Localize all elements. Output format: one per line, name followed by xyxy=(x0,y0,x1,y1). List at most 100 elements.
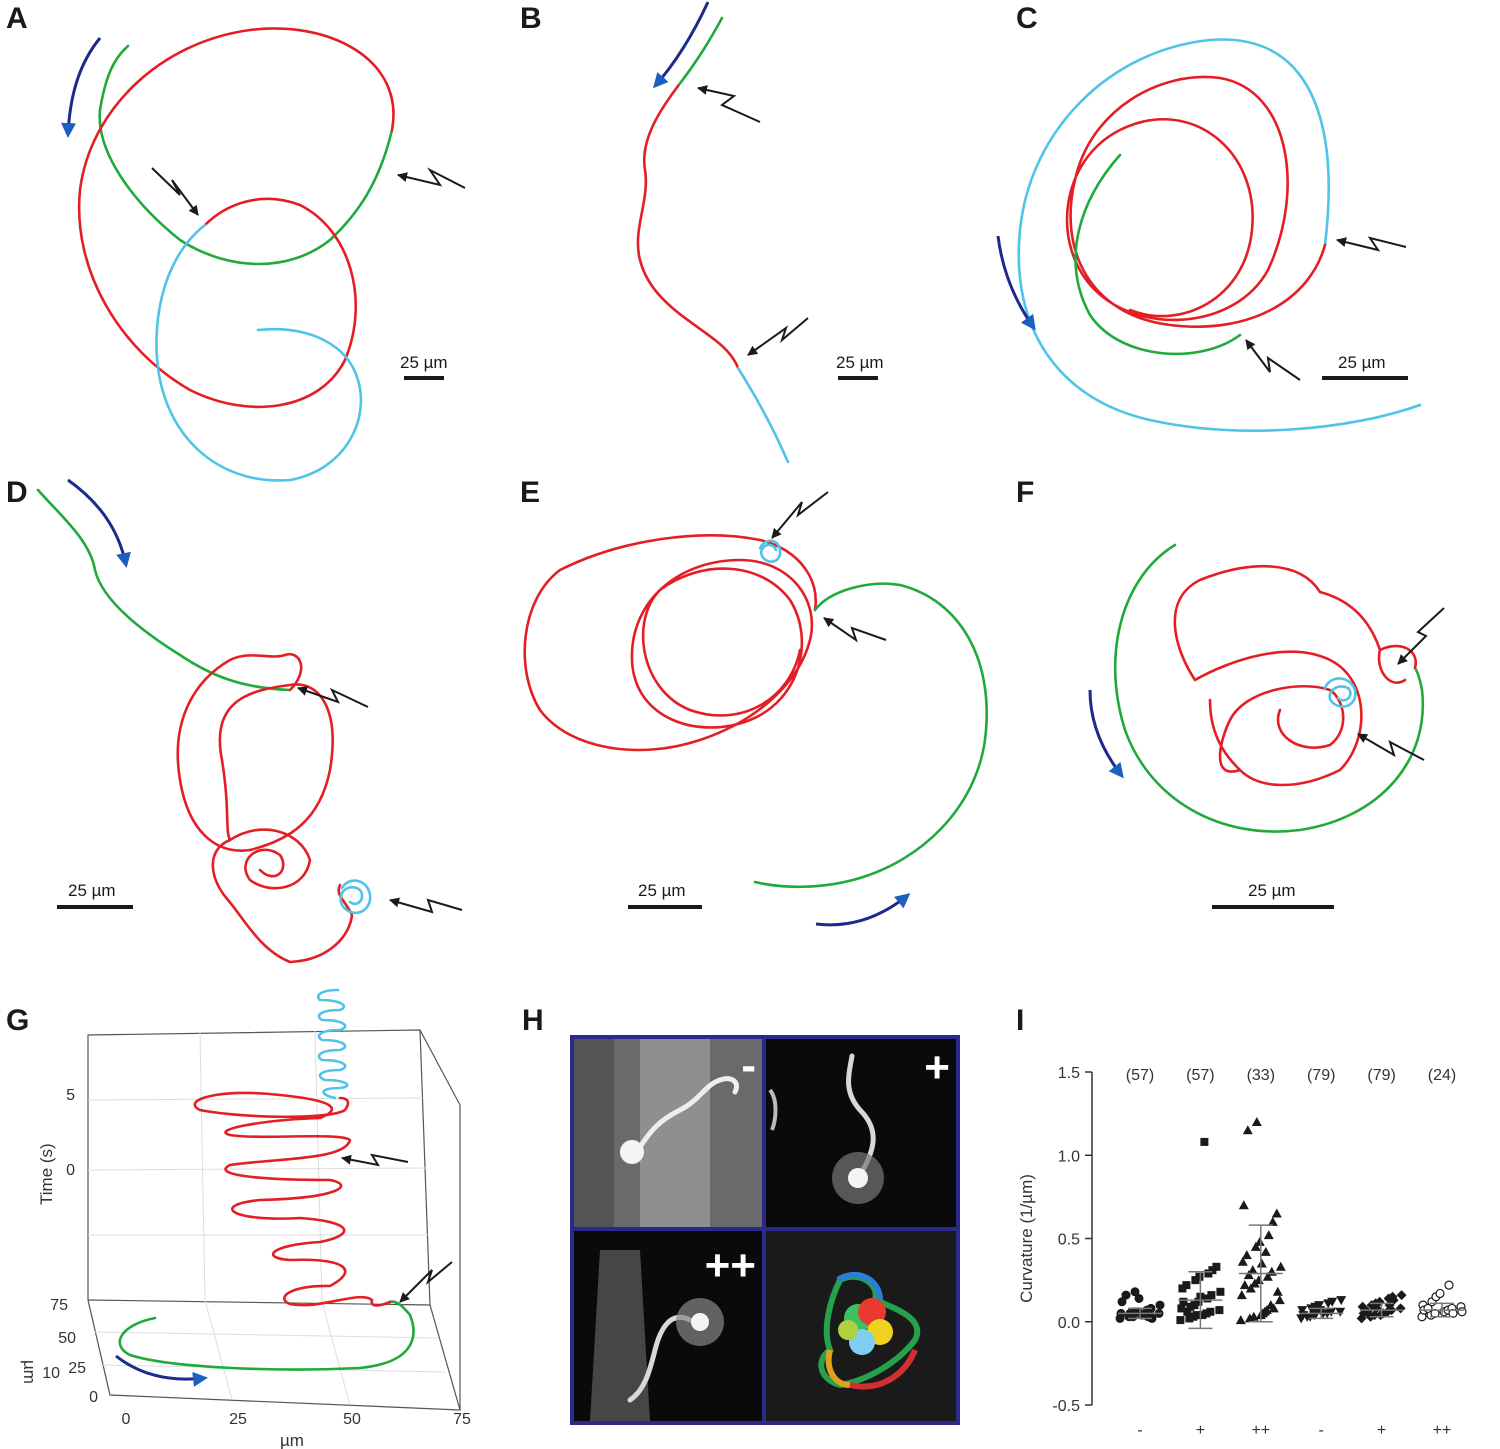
x-axis-label: µm xyxy=(280,1431,304,1449)
lightning-arrow xyxy=(697,85,809,356)
tile-label: ++ xyxy=(705,1241,756,1290)
x-tick: 75 xyxy=(453,1411,471,1428)
n-label: (57) xyxy=(1186,1067,1214,1084)
data-point xyxy=(1259,1306,1270,1316)
data-point xyxy=(1179,1297,1188,1306)
panel-label-b: B xyxy=(520,2,542,35)
data-point xyxy=(1239,1280,1250,1290)
data-point xyxy=(1271,1208,1282,1218)
direction-arrow xyxy=(653,1,710,89)
scale-bar-label: 25 µm xyxy=(638,881,686,900)
data-point xyxy=(1375,1310,1386,1321)
y-tick-label: 0.0 xyxy=(1058,1315,1080,1332)
y-tick-label: 0.5 xyxy=(1058,1232,1080,1249)
panel-d: D 25 µm xyxy=(6,476,463,964)
category-label: - xyxy=(1137,1422,1142,1439)
data-point xyxy=(1176,1316,1185,1325)
data-point xyxy=(1371,1303,1382,1314)
tile-label: - xyxy=(741,1041,756,1090)
n-label: (33) xyxy=(1247,1067,1275,1084)
data-point xyxy=(1302,1312,1313,1322)
data-point xyxy=(1251,1116,1262,1126)
data-point xyxy=(1194,1297,1203,1306)
data-point xyxy=(1266,1266,1277,1276)
data-point xyxy=(1362,1306,1373,1317)
data-point xyxy=(1206,1307,1215,1316)
trace-cyan xyxy=(736,366,790,464)
data-point xyxy=(1215,1306,1224,1315)
category-label: + xyxy=(1377,1422,1386,1439)
panel-label-a: A xyxy=(6,2,28,35)
n-label: (79) xyxy=(1307,1067,1335,1084)
panel-label-i: I xyxy=(1016,1004,1024,1037)
panel-label-f: F xyxy=(1016,476,1034,509)
tile-label: + xyxy=(924,1043,950,1092)
data-point xyxy=(1243,1270,1254,1280)
scale-bar-label: 25 µm xyxy=(836,353,884,372)
panel-g: G 10 5 0 0 Time (s) 75 50 25 0 µm 0 25 5… xyxy=(6,988,471,1449)
data-point xyxy=(1260,1246,1271,1256)
data-point xyxy=(1238,1200,1249,1210)
z-tick: 0 xyxy=(66,1162,75,1179)
panel-label-d: D xyxy=(6,476,28,509)
micrograph-tile: - xyxy=(574,1039,762,1227)
lightning-arrow xyxy=(341,1153,453,1303)
direction-arrow xyxy=(815,893,911,927)
data-point xyxy=(1182,1281,1191,1290)
x-tick: 0 xyxy=(122,1411,131,1428)
lightning-arrow xyxy=(771,491,887,643)
z-tick: 5 xyxy=(66,1087,75,1104)
data-point xyxy=(1207,1291,1216,1300)
data-point xyxy=(1235,1315,1246,1325)
data-point xyxy=(1267,1216,1278,1226)
data-point xyxy=(1130,1287,1140,1297)
data-point xyxy=(1435,1288,1445,1299)
data-point xyxy=(1335,1307,1346,1317)
data-point xyxy=(1155,1300,1165,1310)
data-point xyxy=(1268,1303,1279,1313)
z-tick: 10 xyxy=(42,1365,60,1382)
category-label: ++ xyxy=(1251,1422,1270,1439)
data-point xyxy=(1327,1297,1338,1307)
micrograph-tile xyxy=(766,1231,956,1421)
trace-green xyxy=(676,16,724,88)
data-point xyxy=(1247,1265,1258,1275)
panel-e: E 25 µm xyxy=(520,476,988,927)
data-point xyxy=(1195,1272,1204,1281)
scale-bar-label: 25 µm xyxy=(1338,353,1386,372)
data-point xyxy=(1242,1125,1253,1135)
trace-cyan xyxy=(1017,38,1422,432)
data-point xyxy=(1423,1303,1433,1314)
y-tick: 50 xyxy=(58,1330,76,1347)
trace-red xyxy=(636,84,740,370)
micrograph-tile: ++ xyxy=(574,1231,762,1421)
category-label: - xyxy=(1319,1422,1324,1439)
lightning-arrow xyxy=(1245,236,1407,381)
data-point xyxy=(1200,1137,1209,1146)
lightning-arrow xyxy=(151,167,466,216)
micrograph-tile: + xyxy=(766,1039,956,1227)
trace-cyan xyxy=(1323,677,1357,708)
panel-c: C 25 µm xyxy=(996,2,1422,432)
trace-green xyxy=(118,1300,415,1371)
y-tick-label: -0.5 xyxy=(1052,1398,1080,1415)
data-point xyxy=(1134,1293,1144,1303)
data-point xyxy=(1274,1295,1285,1305)
data-point xyxy=(1241,1250,1252,1260)
direction-arrow xyxy=(1088,689,1124,779)
data-point xyxy=(1177,1304,1186,1313)
data-point xyxy=(1216,1287,1225,1296)
panel-label-c: C xyxy=(1016,2,1038,35)
data-point xyxy=(1256,1258,1267,1268)
scale-bar-label: 25 µm xyxy=(1248,881,1296,900)
data-point xyxy=(1121,1290,1131,1300)
direction-arrow xyxy=(996,235,1036,331)
y-tick-label: 1.0 xyxy=(1058,1148,1080,1165)
panel-label-e: E xyxy=(520,476,540,509)
y-axis-label: µm xyxy=(20,1360,39,1384)
data-point xyxy=(1326,1307,1337,1317)
data-point xyxy=(1314,1301,1325,1311)
data-point xyxy=(1237,1256,1248,1266)
trace-red xyxy=(77,27,395,409)
